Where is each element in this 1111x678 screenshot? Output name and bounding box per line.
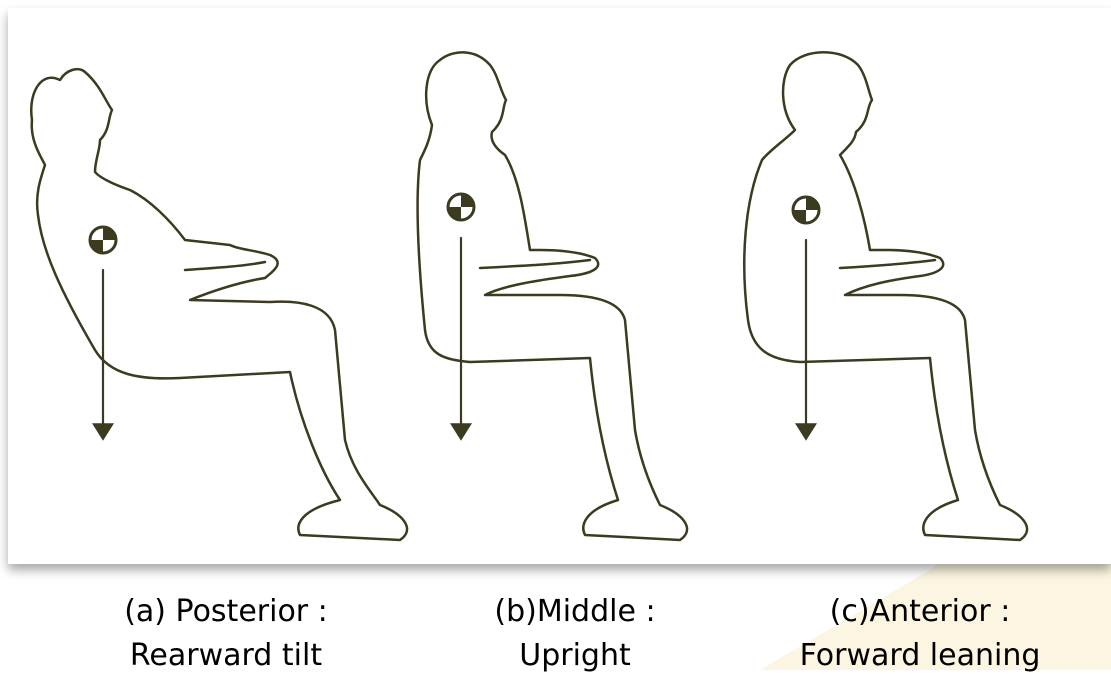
arm-posterior (185, 262, 265, 270)
figure-posterior (31, 69, 407, 540)
posture-illustrations (0, 0, 1111, 570)
person-silhouette-anterior (744, 52, 1027, 540)
caption-middle-line2: Upright (395, 634, 755, 678)
caption-posterior: (a) Posterior : Rearward tilt (46, 590, 406, 678)
caption-middle-line1: (b)Middle : (395, 590, 755, 634)
arm-anterior (840, 260, 935, 268)
caption-middle: (b)Middle : Upright (395, 590, 755, 678)
caption-posterior-line2: Rearward tilt (46, 634, 406, 678)
center-of-mass-icon (793, 197, 819, 223)
caption-posterior-line1: (a) Posterior : (46, 590, 406, 634)
arm-middle (480, 260, 590, 268)
person-silhouette-middle (418, 52, 688, 540)
caption-anterior: (c)Anterior : Forward leaning (740, 590, 1100, 678)
center-of-mass-icon (448, 194, 474, 220)
caption-anterior-line1: (c)Anterior : (740, 590, 1100, 634)
center-of-mass-icon (90, 227, 116, 253)
person-silhouette-posterior (31, 69, 407, 540)
figure-middle (418, 52, 688, 540)
caption-anterior-line2: Forward leaning (740, 634, 1100, 678)
figure-anterior (744, 52, 1027, 540)
